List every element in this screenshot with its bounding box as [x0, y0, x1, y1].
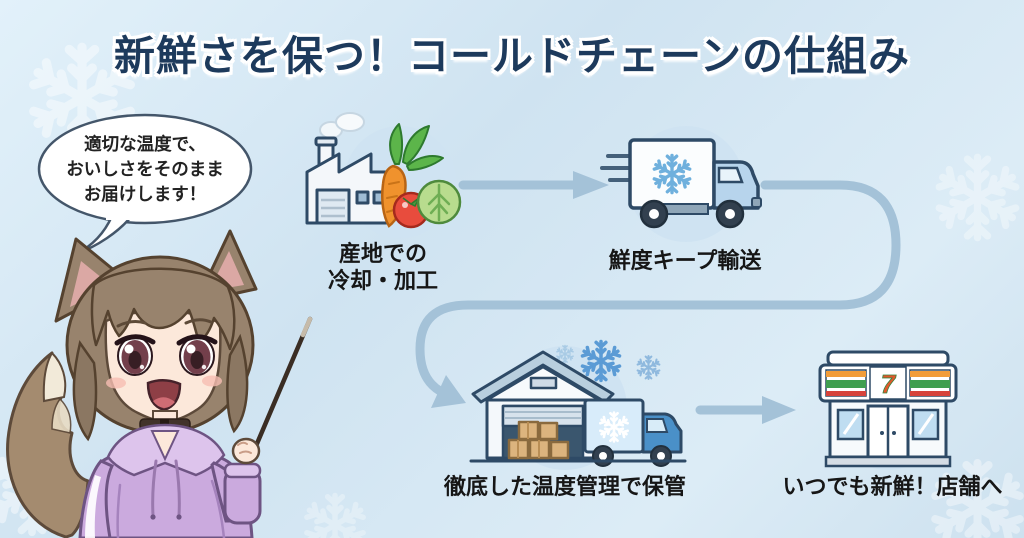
- speech-line: おいしさをそのまま: [66, 159, 224, 179]
- step-1-label-line1: 産地での: [338, 241, 427, 266]
- flow-arrow-2: [695, 396, 796, 424]
- step-1-label: 産地での 冷却・加工: [288, 240, 478, 294]
- pointer-stick: [247, 316, 313, 463]
- wolf-girl-mascot: [6, 229, 313, 538]
- flow-connector-curve: [415, 180, 901, 408]
- page-title: 新鮮さを保つ！コールドチェーンの仕組み: [114, 33, 910, 79]
- speech-bubble-text: 適切な温度で、 おいしさをそのまま お届けします！: [40, 132, 250, 207]
- freezer-truck-icon: [600, 126, 762, 242]
- step-3-label: 徹底した温度管理で保管: [443, 474, 686, 499]
- seven-logo: 7: [881, 369, 897, 399]
- speech-bubble: [37, 113, 253, 256]
- convenience-store-icon: 7: [818, 350, 958, 470]
- eyes: [114, 334, 218, 376]
- speech-line: お届けします！: [83, 184, 207, 204]
- step-1-label-line2: 冷却・加工: [327, 268, 438, 293]
- flow-arrow-1: [458, 171, 609, 199]
- speech-line: 適切な温度で、: [84, 134, 206, 154]
- factory-vegetables-icon: [305, 112, 462, 238]
- store-sign: [869, 366, 907, 400]
- snowflake-decoration-icon: [930, 150, 1024, 245]
- step-4-label: いつでも新鮮！店舗へ: [782, 474, 1003, 499]
- warehouse-truck-icon: [469, 330, 687, 470]
- bangs: [90, 267, 236, 351]
- step-2-label: 鮮度キープ輸送: [608, 248, 762, 273]
